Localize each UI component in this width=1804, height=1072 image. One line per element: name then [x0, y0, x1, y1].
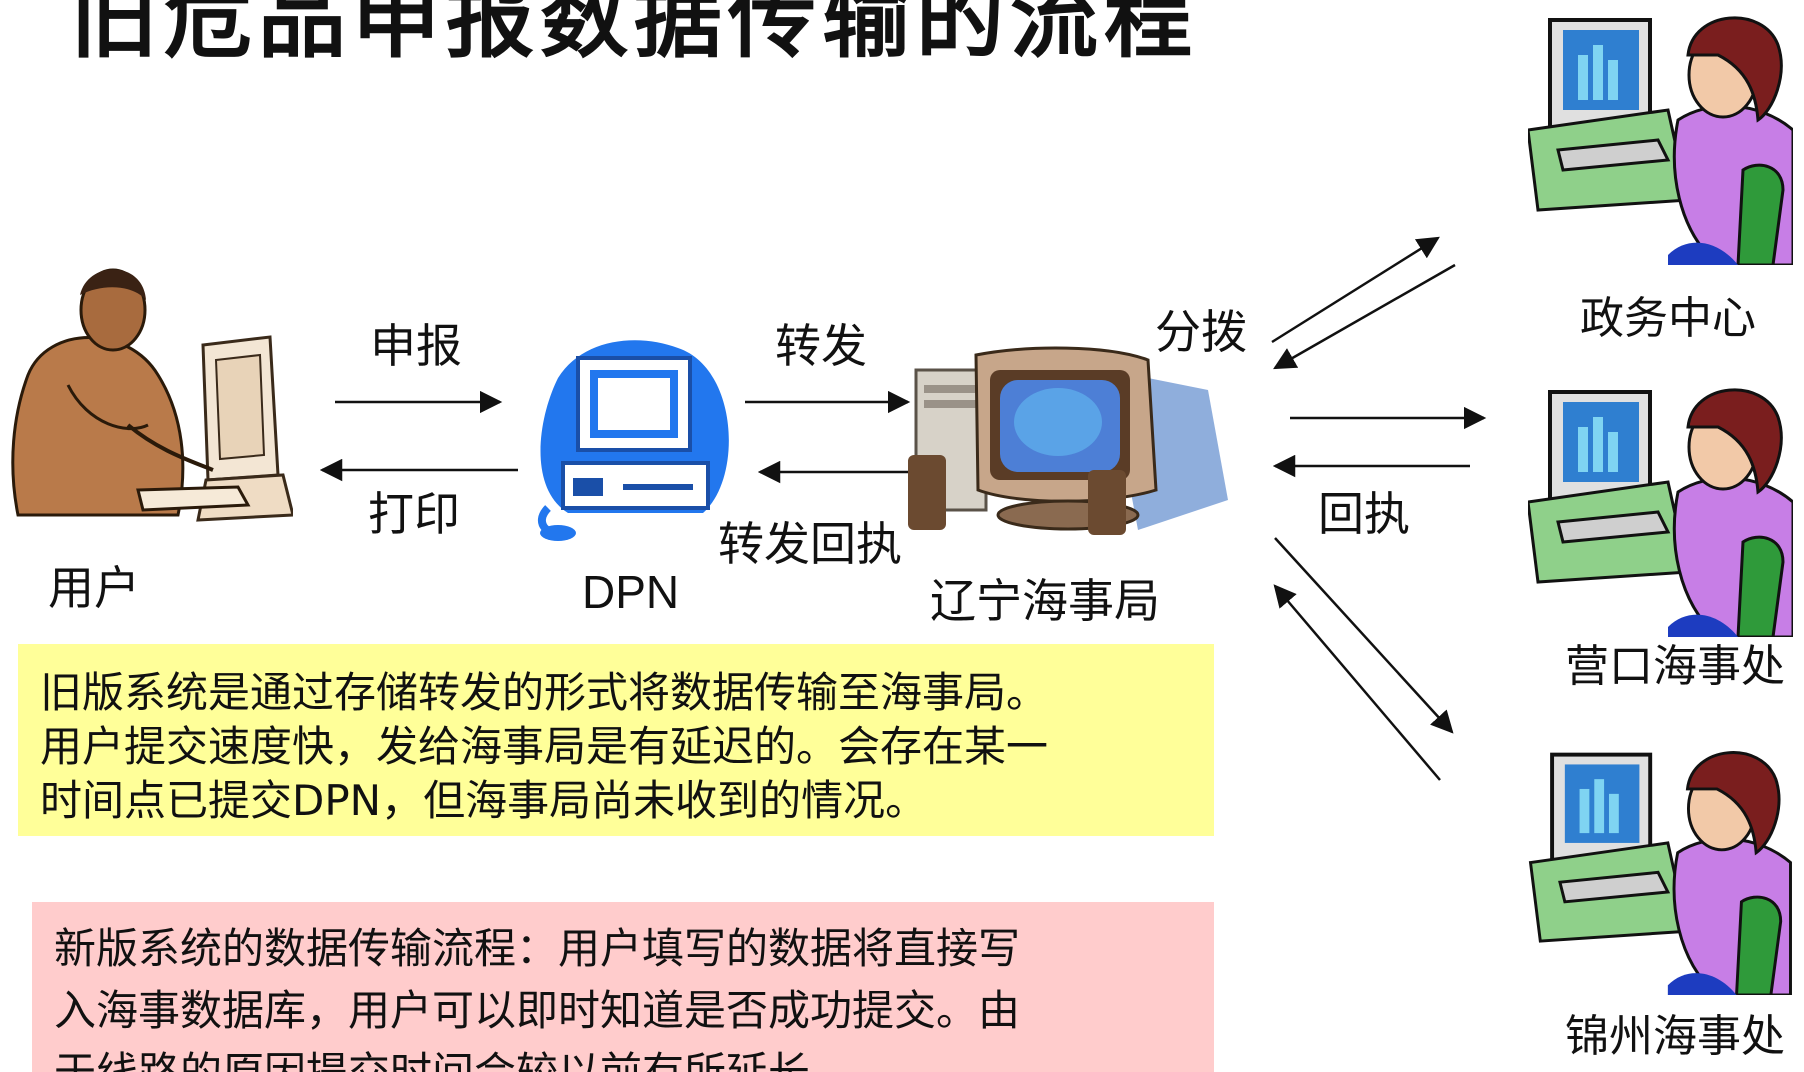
- arrow-from-jinzhou: [1273, 584, 1441, 781]
- edge-label-print: 打印: [368, 487, 460, 541]
- new-system-note: 新版系统的数据传输流程：用户填写的数据将直接写 入海事数据库，用户可以即时知道是…: [32, 902, 1214, 1072]
- arrow-to-zhengwu: [1271, 236, 1440, 344]
- edge-label-declare: 申报: [370, 319, 462, 373]
- edge-label-forward-receipt: 转发回执: [718, 517, 902, 571]
- node-label-yingkou: 营口海事处: [1565, 641, 1785, 692]
- node-label-dpn: DPN: [582, 566, 680, 618]
- node-label-zhengwu: 政务中心: [1580, 293, 1756, 344]
- arrow-from-zhengwu: [1273, 263, 1456, 370]
- woman-at-computer-icon: [1528, 751, 1792, 995]
- woman-at-computer-icon: [1528, 16, 1793, 265]
- dpn-computer-icon: [538, 340, 729, 541]
- edge-label-forward: 转发: [775, 319, 867, 373]
- old-system-note-line: 用户提交速度快，发给海事局是有延迟的。会存在某一: [40, 722, 1049, 771]
- node-label-liaoning: 辽宁海事局: [930, 574, 1160, 628]
- arrow-to-jinzhou: [1274, 537, 1454, 734]
- new-system-note-line: 于线路的原因提交时间会较以前有所延长。: [54, 1042, 1192, 1072]
- old-system-note: 旧版系统是通过存储转发的形式将数据传输至海事局。 用户提交速度快，发给海事局是有…: [18, 644, 1214, 836]
- edge-label-distribute: 分拨: [1155, 305, 1247, 359]
- node-label-user: 用户: [48, 561, 140, 615]
- woman-at-computer-icon: [1528, 388, 1793, 637]
- page-title: 旧危品申报数据传输的流程: [70, 0, 1199, 70]
- edge-label-receipt: 回执: [1318, 487, 1410, 541]
- businessman-at-computer-icon: [11, 268, 293, 522]
- desktop-pc-icon: [908, 346, 1228, 535]
- old-system-note-line: 旧版系统是通过存储转发的形式将数据传输至海事局。: [40, 668, 1049, 717]
- old-system-note-line: 时间点已提交DPN，但海事局尚未收到的情况。: [40, 776, 928, 825]
- new-system-note-line: 入海事数据库，用户可以即时知道是否成功提交。由: [54, 986, 1021, 1035]
- node-label-jinzhou: 锦州海事处: [1565, 1011, 1785, 1062]
- new-system-note-line: 新版系统的数据传输流程：用户填写的数据将直接写: [54, 924, 1021, 973]
